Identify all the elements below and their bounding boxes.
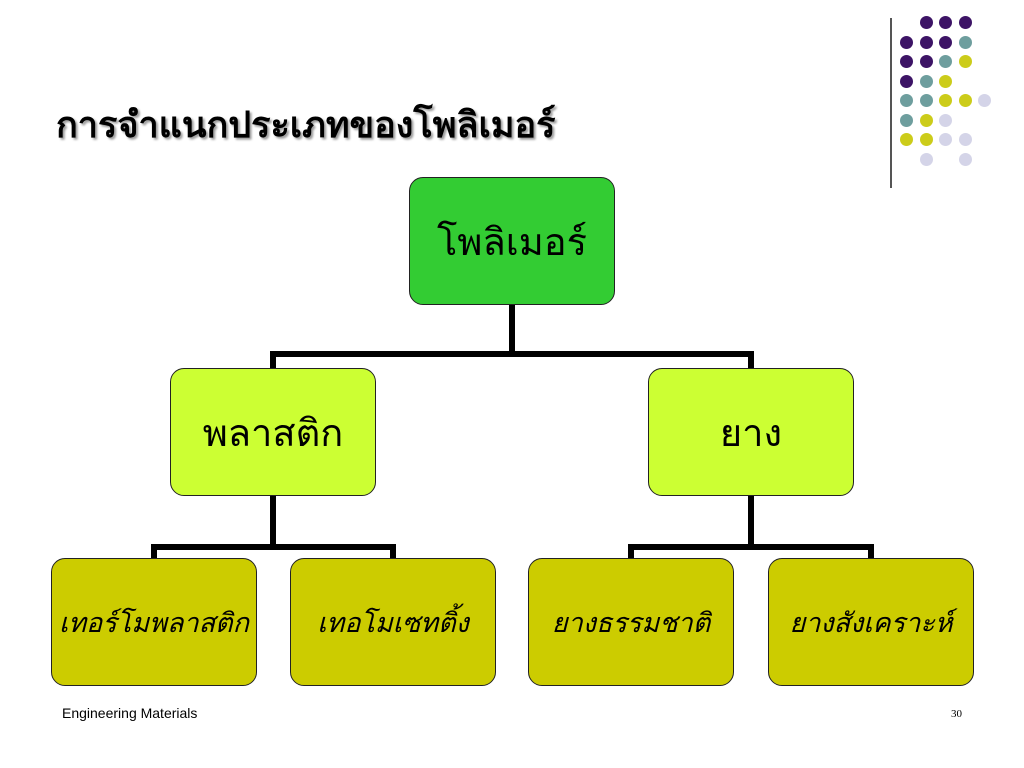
decor-dot [958,94,972,107]
decor-dot [919,16,933,29]
connector-rubber-down [748,496,754,546]
decor-dot [919,35,933,49]
decor-vertical-line [890,18,892,188]
decor-dot [939,113,952,127]
decor-dot [978,94,991,107]
decor-dot [900,94,913,107]
decor-dot [900,113,913,127]
decor-dot [939,55,952,68]
slide-title: การจำแนกประเภทของโพลิเมอร์ [56,104,556,146]
node-synthetic-rubber: ยางสังเคราะห์ [768,558,974,686]
decor-dot [939,35,952,49]
connector-to-natural-rubber [628,544,634,558]
node-natural-rubber: ยางธรรมชาติ [528,558,734,686]
connector-plastic-down [270,496,276,546]
decor-dot [919,74,933,88]
decor-dot [919,94,933,107]
node-plastic: พลาสติก [170,368,376,496]
decor-dot [919,113,933,127]
decor-dot [919,55,933,68]
footer-text: Engineering Materials [62,705,198,721]
connector-level1-bar [270,351,754,357]
connector-to-thermoplastic [151,544,157,558]
page-number: 30 [951,708,962,720]
decor-dot [939,16,952,29]
decor-dot [939,133,952,146]
connector-rubber-bar [628,544,874,550]
connector-to-plastic [270,351,276,368]
decor-dot [900,55,913,68]
decor-dot [958,16,972,29]
decor-dot [958,152,972,166]
decor-dot [958,35,972,49]
decor-dot [900,35,913,49]
decor-dot [919,152,933,166]
decor-dot [958,133,972,146]
node-polymer: โพลิเมอร์ [409,177,615,305]
connector-to-thermoset [390,544,396,558]
decor-dot [900,133,913,146]
node-rubber: ยาง [648,368,854,496]
connector-to-rubber [748,351,754,368]
node-thermoset: เทอโมเซทติ้ง [290,558,496,686]
decor-dot [919,133,933,146]
connector-plastic-bar [151,544,396,550]
decor-dot [900,74,913,88]
decor-dot [939,74,952,88]
connector-root-down [509,305,515,355]
decor-dot [939,94,952,107]
decor-dot [958,55,972,68]
node-thermoplastic: เทอร์โมพลาสติก [51,558,257,686]
connector-to-synthetic-rubber [868,544,874,558]
